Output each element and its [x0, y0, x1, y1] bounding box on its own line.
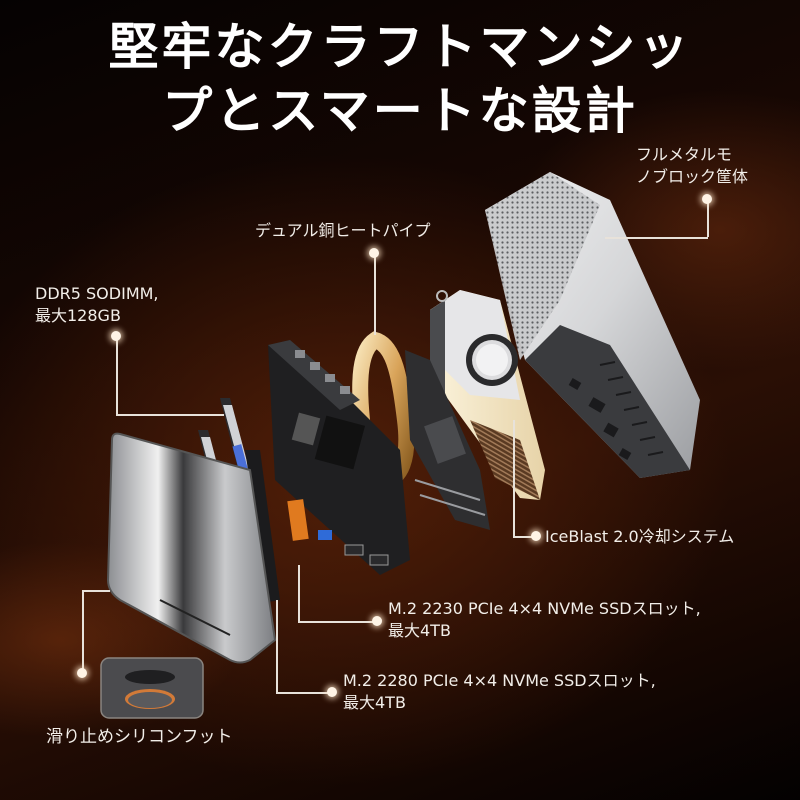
leader-line: [374, 255, 376, 335]
callout-memory-line1: DDR5 SODIMM,: [35, 284, 159, 303]
callout-ssd2230-line2: 最大4TB: [388, 621, 451, 640]
callout-dot: [327, 687, 337, 697]
callout-dot: [702, 194, 712, 204]
leader-line: [82, 590, 110, 592]
leader-line: [298, 565, 300, 621]
callout-cooling-line1: IceBlast 2.0冷却システム: [545, 527, 735, 546]
callout-feet: 滑り止めシリコンフット: [46, 726, 233, 748]
leader-line: [298, 621, 378, 623]
heading-line-1: 堅牢なクラフトマンシッ: [108, 18, 692, 76]
leader-line: [82, 590, 84, 670]
callout-ssd2280-line1: M.2 2280 PCIe 4×4 NVMe SSDスロット,: [343, 671, 656, 690]
leader-line: [605, 237, 708, 239]
callout-dot: [111, 331, 121, 341]
callout-chassis: フルメタルモ ノブロック筐体: [636, 144, 748, 188]
callout-cooling: IceBlast 2.0冷却システム: [545, 526, 734, 548]
leader-line: [513, 536, 533, 538]
callout-ssd2280-line2: 最大4TB: [343, 693, 406, 712]
callout-ssd-2230: M.2 2230 PCIe 4×4 NVMe SSDスロット, 最大4TB: [388, 598, 701, 642]
callout-chassis-line2: ノブロック筐体: [636, 167, 749, 186]
callout-chassis-line1: フルメタルモ: [636, 145, 733, 164]
motherboard-part: [268, 340, 410, 575]
leader-line: [276, 692, 332, 694]
callout-dot: [531, 531, 541, 541]
heading-line-2: プとスマートな設計: [162, 82, 638, 140]
callout-ssd2230-line1: M.2 2230 PCIe 4×4 NVMe SSDスロット,: [388, 599, 701, 618]
callout-ssd-2280: M.2 2280 PCIe 4×4 NVMe SSDスロット, 最大4TB: [343, 670, 656, 714]
silicone-foot-inset: [100, 657, 204, 719]
cooler-fan-part: [430, 290, 545, 500]
callout-heatpipe-line1: デュアル銅ヒートパイプ: [255, 221, 431, 240]
leader-line: [276, 600, 278, 692]
bottom-tray-part: [106, 432, 277, 664]
callout-feet-line1: 滑り止めシリコンフット: [46, 727, 233, 747]
leader-line: [116, 337, 118, 414]
callout-dot: [369, 248, 379, 258]
callout-memory: DDR5 SODIMM, 最大128GB: [35, 283, 159, 327]
leader-line: [707, 200, 709, 237]
chassis-part: [485, 172, 700, 478]
callout-memory-line2: 最大128GB: [35, 306, 121, 325]
callout-dot: [77, 668, 87, 678]
callout-heatpipe: デュアル銅ヒートパイプ: [255, 220, 431, 242]
leader-line: [116, 414, 224, 416]
callout-dot: [372, 616, 382, 626]
leader-line: [513, 420, 515, 536]
